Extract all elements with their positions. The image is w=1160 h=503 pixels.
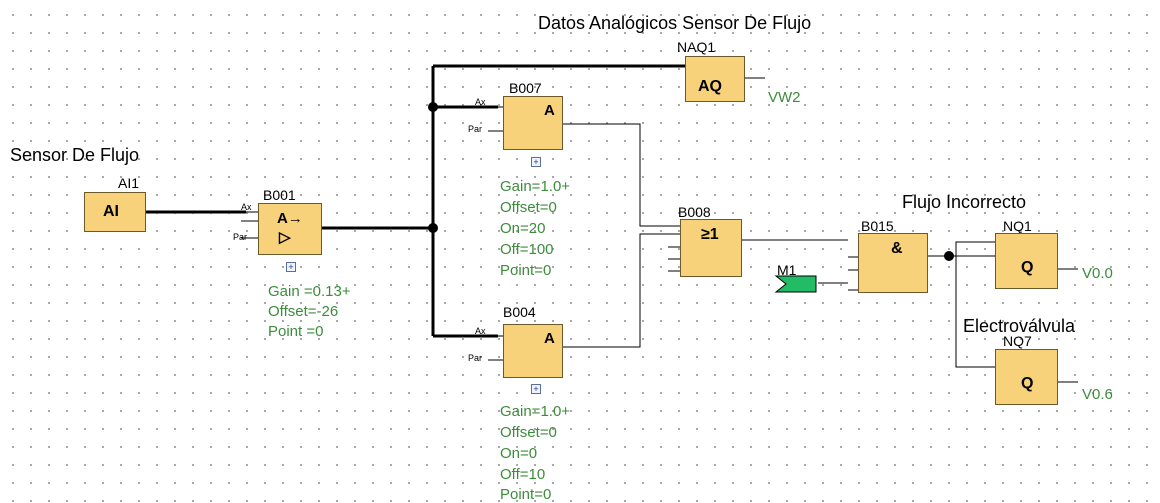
b004-param-point: Point=0 <box>500 486 552 503</box>
b004-param-gain: Gain=1.0+ <box>500 403 571 420</box>
b004-label: B004 <box>503 304 536 320</box>
b007-param-on: On=20 <box>500 220 546 237</box>
b001-block[interactable]: A→ ▷ <box>258 203 322 255</box>
b015-symbol: & <box>891 240 903 257</box>
nq1-block[interactable]: Q <box>995 233 1058 289</box>
b007-param-offset: Offset=0 <box>500 199 557 216</box>
b001-symbol-top: A→ <box>277 210 303 227</box>
b001-expand-icon[interactable]: + <box>286 262 296 272</box>
nq7-block[interactable]: Q <box>995 349 1058 405</box>
nq1-label: NQ1 <box>1003 218 1032 234</box>
b004-param-off: Off=10 <box>500 466 546 483</box>
b001-param-offset: Offset=-26 <box>268 303 339 320</box>
naq1-symbol: AQ <box>698 78 722 95</box>
b007-block[interactable]: A <box>503 96 563 150</box>
b001-label: B001 <box>263 187 296 203</box>
naq1-address: VW2 <box>768 89 801 106</box>
b015-label: B015 <box>861 218 894 234</box>
b007-param-off: Off=100 <box>500 241 554 258</box>
b008-symbol: ≥1 <box>701 226 719 243</box>
junction-dots <box>428 102 954 261</box>
ai1-block[interactable]: AI <box>84 192 146 232</box>
b001-param-gain: Gain =0.13+ <box>268 283 351 300</box>
b001-pin-ax: Ax <box>241 202 252 212</box>
nq1-symbol: Q <box>1021 259 1034 276</box>
b004-pin-ax: Ax <box>475 326 486 336</box>
analog-wires <box>146 64 685 338</box>
b007-expand-icon[interactable]: + <box>531 157 541 167</box>
b004-symbol: A <box>544 330 555 347</box>
b008-block[interactable]: ≥1 <box>680 219 742 277</box>
b004-param-offset: Offset=0 <box>500 424 557 441</box>
naq1-block[interactable]: AQ <box>685 56 745 102</box>
naq1-label: NAQ1 <box>677 39 716 55</box>
ai1-symbol: AI <box>103 203 119 220</box>
b007-symbol: A <box>544 102 555 119</box>
nq1-address: V0.0 <box>1082 265 1113 282</box>
b007-label: B007 <box>509 80 542 96</box>
sensor-title: Sensor De Flujo <box>10 145 140 165</box>
b008-label: B008 <box>678 204 711 220</box>
nq7-label: NQ7 <box>1003 333 1032 349</box>
diagram-title: Datos Analógicos Sensor De Flujo <box>538 13 812 33</box>
flag-marker-m1 <box>774 275 817 293</box>
digital-wires <box>241 77 1078 383</box>
amplifier-icon: ▷ <box>279 229 291 246</box>
b007-param-gain: Gain=1.0+ <box>500 178 571 195</box>
nq7-symbol: Q <box>1021 375 1034 392</box>
b015-block[interactable]: & <box>858 233 928 293</box>
b001-pin-par: Par <box>233 232 248 242</box>
b001-param-point: Point =0 <box>268 323 324 340</box>
b007-pin-par: Par <box>468 124 483 134</box>
ai1-label: AI1 <box>118 175 140 191</box>
b004-pin-par: Par <box>468 353 483 363</box>
b007-pin-ax: Ax <box>475 97 486 107</box>
m1-label: M1 <box>777 262 797 278</box>
nq7-address: V0.6 <box>1082 386 1113 403</box>
b007-param-point: Point=0 <box>500 262 552 279</box>
b004-expand-icon[interactable]: + <box>531 384 541 394</box>
electrovalvula-title: Electroválvula <box>963 316 1076 336</box>
b004-block[interactable]: A <box>503 324 563 378</box>
flujo-incorrecto-title: Flujo Incorrecto <box>902 192 1027 212</box>
b004-param-on: On=0 <box>500 445 538 462</box>
